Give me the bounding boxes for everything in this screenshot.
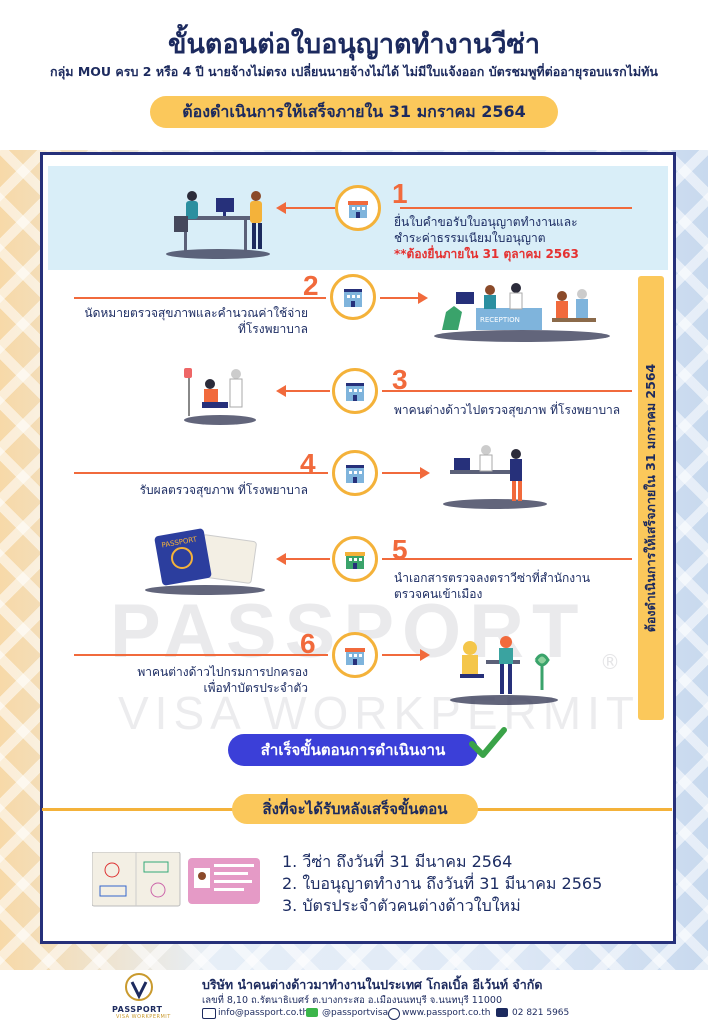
step6-number: 6 — [300, 628, 316, 659]
building-icon — [332, 368, 378, 414]
globe-icon — [388, 1008, 400, 1020]
page-title: ขั้นตอนต่อใบอนุญาตทำงานวีซ่า — [168, 29, 540, 60]
email-icon — [202, 1008, 216, 1019]
side-deadline: ต้องดำเนินการให้เสร็จภายใน 31 มกราคม 256… — [638, 276, 664, 720]
step4-arrow-right — [382, 472, 422, 474]
step1-arrowhead — [276, 202, 286, 214]
phone-icon — [496, 1008, 508, 1017]
line-icon — [306, 1008, 318, 1017]
result-id-card: 3. บัตรประจำตัวคนต่างด้าวใบใหม่ — [282, 896, 521, 915]
step4-line1: รับผลตรวจสุขภาพ ที่โรงพยาบาล — [139, 483, 308, 497]
step3-arrow-right — [382, 390, 632, 392]
step3-line1: พาคนต่างด้าวไปตรวจสุขภาพ ที่โรงพยาบาล — [394, 403, 621, 417]
doctor-result-illustration — [443, 445, 547, 509]
step6-arrowhead — [420, 649, 430, 661]
step2-arrow — [74, 297, 326, 299]
step4-arrow — [74, 472, 328, 474]
step4-arrowhead — [420, 467, 430, 479]
deadline-banner: ต้องดำเนินการให้เสร็จภายใน 31 มกราคม 256… — [150, 96, 558, 128]
building-icon — [332, 632, 378, 678]
step1-arrow-right — [400, 207, 632, 209]
success-badge: สำเร็จขั้นตอนการดำเนินงาน — [228, 734, 478, 766]
contact-line[interactable]: @passportvisa — [322, 1008, 389, 1018]
step1-number: 1 — [392, 178, 408, 209]
id-card-icon — [188, 858, 260, 904]
step3-text: พาคนต่างด้าวไปตรวจสุขภาพ ที่โรงพยาบาล — [394, 402, 620, 418]
step3-arrowhead — [276, 385, 286, 397]
reception-illustration: RECEPTION — [434, 283, 610, 342]
logo-text: PASSPORT — [112, 1005, 163, 1014]
contact-email[interactable]: info@passport.co.th — [218, 1008, 309, 1018]
footer — [0, 970, 708, 1024]
step1-note: **ต้องยื่นภายใน 31 ตุลาคม 2563 — [394, 247, 579, 261]
watermark-registered: ® — [600, 650, 620, 674]
watermark-sub: VISA WORKPERMIT — [118, 687, 640, 739]
step6-line2: เพื่อทำบัตรประจำตัว — [203, 681, 308, 695]
step2-line1: นัดหมายตรวจสุขภาพและคำนวณค่าใช้จ่าย — [84, 306, 308, 320]
results-title: สิ่งที่จะได้รับหลังเสร็จขั้นตอน — [232, 794, 478, 824]
step3-number: 3 — [392, 364, 408, 395]
step5-line2: ตรวจคนเข้าเมือง — [394, 587, 483, 601]
building-icon — [330, 274, 376, 320]
page-subtitle: กลุ่ม MOU ครบ 2 หรือ 4 ปี นายจ้างไม่ตรง … — [50, 64, 658, 79]
step5-arrowhead — [276, 553, 286, 565]
step1-text: ยื่นใบคำขอรับใบอนุญาตทำงานและ ชำระค่าธรร… — [394, 214, 579, 262]
step3-arrow — [286, 390, 330, 392]
passport-illustration: PASSPORT — [145, 528, 265, 595]
result-work-permit: 2. ใบอนุญาตทำงาน ถึงวันที่ 31 มีนาคม 256… — [282, 874, 603, 893]
step2-text: นัดหมายตรวจสุขภาพและคำนวณค่าใช้จ่าย ที่โ… — [80, 305, 308, 337]
passport-logo-icon — [125, 973, 153, 1001]
step2-arrowhead — [418, 292, 428, 304]
company-name: บริษัท นำคนต่างด้าวมาทำงานในประเทศ โกลเบ… — [202, 977, 543, 992]
contact-phone[interactable]: 02 821 5965 — [512, 1008, 570, 1018]
contact-web[interactable]: www.passport.co.th — [402, 1008, 491, 1018]
step4-text: รับผลตรวจสุขภาพ ที่โรงพยาบาล — [80, 482, 308, 498]
step5-arrow — [286, 558, 330, 560]
step1-line2: ชำระค่าธรรมเนียมใบอนุญาต — [394, 231, 546, 245]
company-address: เลขที่ 8,10 ถ.รัตนาธิเบศร์ ต.บางกระสอ อ.… — [202, 995, 502, 1006]
building-icon — [332, 450, 378, 496]
header: ขั้นตอนต่อใบอนุญาตทำงานวีซ่า กลุ่ม MOU ค… — [0, 0, 708, 150]
building-icon — [335, 185, 381, 231]
step5-number: 5 — [392, 534, 408, 565]
step1-line1: ยื่นใบคำขอรับใบอนุญาตทำงานและ — [394, 215, 578, 229]
step2-line2: ที่โรงพยาบาล — [237, 322, 308, 336]
step5-arrow-right — [382, 558, 632, 560]
id-card-office-illustration — [450, 636, 558, 705]
step2-arrow-right — [380, 297, 420, 299]
building-icon — [332, 536, 378, 582]
step6-text: พาคนต่างด้าวไปกรมการปกครอง เพื่อทำบัตรปร… — [80, 664, 308, 696]
step6-arrow-right — [382, 654, 422, 656]
office-desk-illustration — [166, 191, 270, 259]
step6-arrow — [74, 654, 328, 656]
step5-text: นำเอกสารตรวจลงตราวีซ่าที่สำนักงาน ตรวจคน… — [394, 570, 590, 602]
health-check-illustration — [184, 368, 256, 425]
checkmark-icon — [469, 727, 507, 758]
side-deadline-bar — [638, 276, 664, 720]
step5-line1: นำเอกสารตรวจลงตราวีซ่าที่สำนักงาน — [394, 571, 591, 585]
step4-number: 4 — [300, 448, 316, 479]
step6-line1: พาคนต่างด้าวไปกรมการปกครอง — [137, 665, 308, 679]
visa-document-icon — [92, 852, 181, 907]
logo-subtext: VISA WORKPERMIT — [116, 1014, 171, 1020]
result-visa: 1. วีซ่า ถึงวันที่ 31 มีนาคม 2564 — [282, 852, 513, 871]
step2-number: 2 — [303, 270, 319, 301]
step1-arrow — [285, 207, 375, 209]
reception-sign: RECEPTION — [480, 316, 520, 324]
side-deadline-text: ต้องดำเนินการให้เสร็จภายใน 31 มกราคม 256… — [643, 363, 658, 633]
